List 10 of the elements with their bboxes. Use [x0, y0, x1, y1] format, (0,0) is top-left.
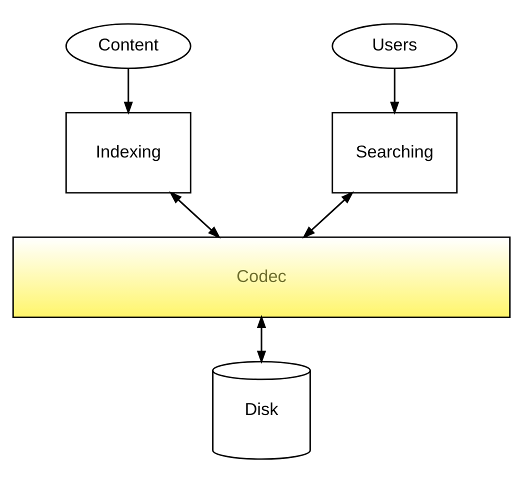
arrow [302, 191, 354, 239]
node-ellipse: Content [65, 23, 192, 70]
node-ellipse: Users [332, 23, 458, 70]
arrow [256, 314, 266, 364]
node-box: Searching [332, 112, 458, 194]
node-box: Indexing [65, 112, 192, 194]
arrow [169, 191, 221, 239]
node-box: Codec [12, 236, 511, 318]
arrow [390, 68, 400, 115]
arrow [124, 68, 133, 115]
